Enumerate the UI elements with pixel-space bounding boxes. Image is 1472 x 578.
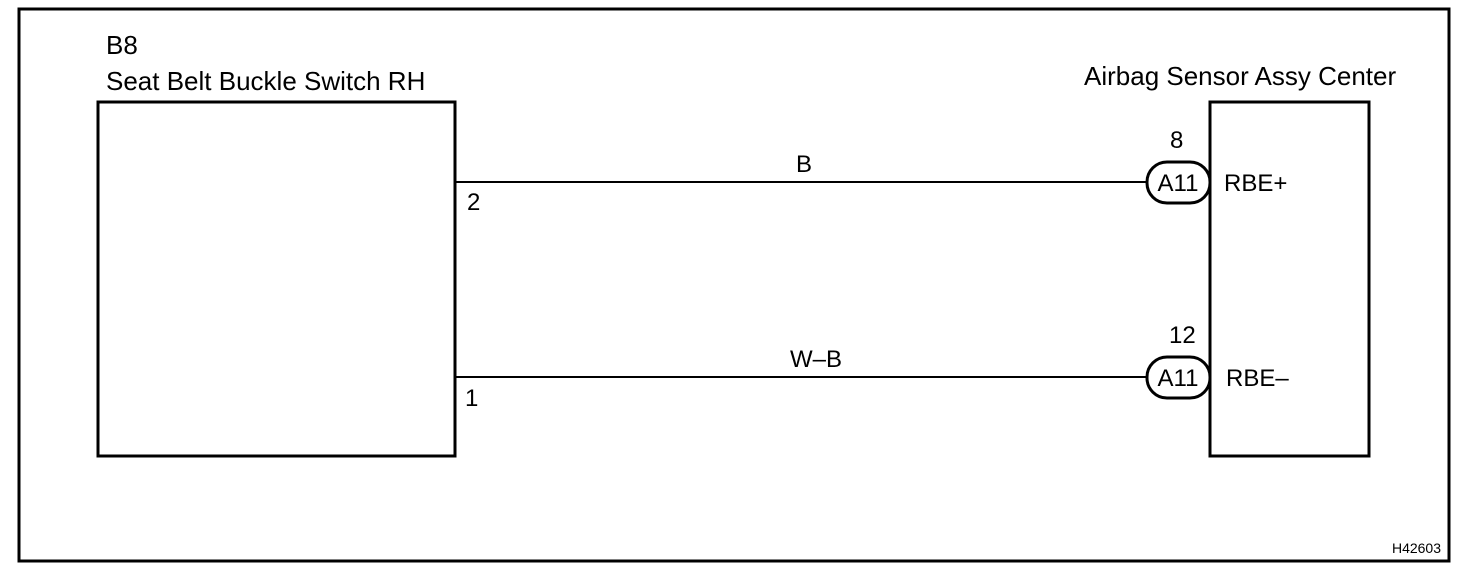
left-component-name: Seat Belt Buckle Switch RH xyxy=(106,66,425,96)
connector-pin-number: 8 xyxy=(1170,127,1183,154)
wire-color-label: B xyxy=(796,151,812,178)
connector-pin-number: 12 xyxy=(1169,322,1196,349)
wire-color-label: W–B xyxy=(790,346,842,373)
left-pin-number: 2 xyxy=(467,189,480,216)
seat-belt-buckle-switch-box xyxy=(96,100,457,458)
left-pin-number: 1 xyxy=(465,385,478,412)
diagram-frame xyxy=(17,7,1451,563)
connector-oval xyxy=(1145,160,1212,205)
terminal-label: RBE+ xyxy=(1224,170,1287,197)
airbag-sensor-box xyxy=(1208,100,1371,458)
connector-oval xyxy=(1145,355,1212,400)
left-component-code: B8 xyxy=(106,30,138,60)
connector-label: A11 xyxy=(1158,365,1199,392)
terminal-label: RBE– xyxy=(1226,365,1289,392)
right-component-name: Airbag Sensor Assy Center xyxy=(1084,61,1396,91)
connector-label: A11 xyxy=(1158,170,1199,197)
figure-id: H42603 xyxy=(1392,540,1441,556)
